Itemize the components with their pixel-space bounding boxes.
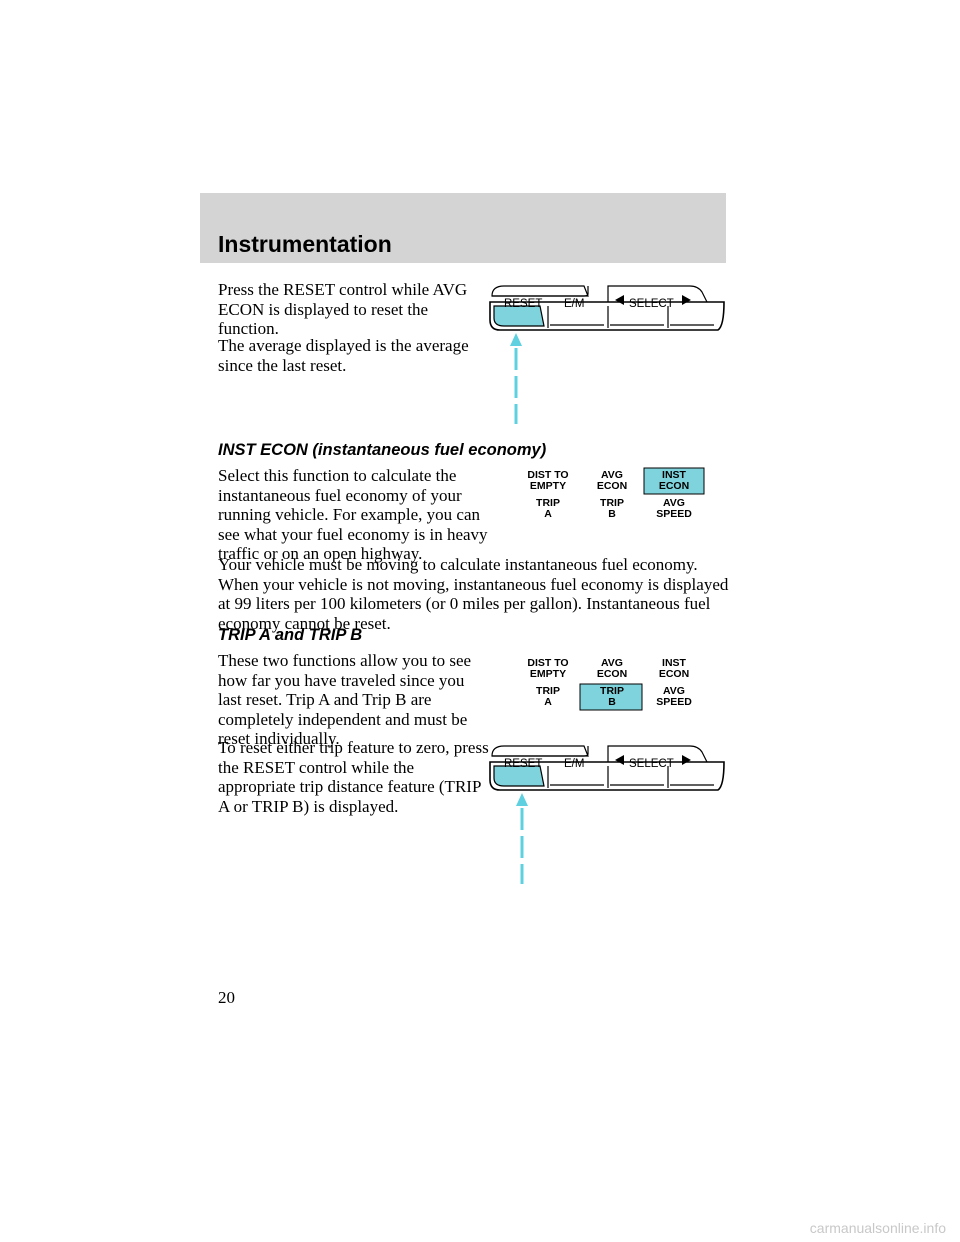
mode-grid-inst-econ: DIST TO EMPTY AVG ECON INST ECON TRIP A … <box>527 467 705 520</box>
select-label: SELECT <box>629 298 674 310</box>
watermark: carmanualsonline.info <box>809 1220 946 1236</box>
svg-text:B: B <box>608 508 616 520</box>
svg-text:INST: INST <box>662 469 687 481</box>
inst-econ-subhead: INST ECON (instantaneous fuel economy) <box>218 441 547 459</box>
trip-reset-paragraph: To reset either trip feature to zero, pr… <box>218 738 489 816</box>
mode-grid-trip-b: DIST TO EMPTY AVG ECON INST ECON TRIP A … <box>527 657 692 711</box>
svg-text:TRIP: TRIP <box>536 685 560 697</box>
svg-text:SPEED: SPEED <box>656 508 692 520</box>
select-label: SELECT <box>629 758 674 770</box>
svg-text:ECON: ECON <box>597 480 627 492</box>
svg-text:A: A <box>544 696 552 708</box>
svg-text:AVG: AVG <box>601 469 623 481</box>
svg-text:ECON: ECON <box>597 668 627 680</box>
section-title: Instrumentation <box>218 231 392 257</box>
control-panel-diagram-trip: RESET E/M SELECT <box>489 745 725 884</box>
trip-paragraph: These two functions allow you to see how… <box>218 651 472 748</box>
svg-text:EMPTY: EMPTY <box>530 480 566 492</box>
pointer-arrow-icon <box>516 793 528 806</box>
inst-econ-paragraph: Select this function to calculate the in… <box>218 466 488 563</box>
svg-text:ECON: ECON <box>659 668 689 680</box>
em-label: E/M <box>564 298 584 310</box>
svg-text:ECON: ECON <box>659 480 689 492</box>
select-right-arrow-icon <box>682 295 691 305</box>
svg-text:DIST TO: DIST TO <box>527 469 568 481</box>
reset-label: RESET <box>504 298 542 310</box>
average-since-reset-paragraph: The average displayed is the average sin… <box>218 336 469 375</box>
pointer-arrow-icon <box>510 333 522 346</box>
inst-econ-moving-paragraph: Your vehicle must be moving to calculate… <box>218 555 729 633</box>
svg-text:AVG: AVG <box>601 657 623 669</box>
svg-text:INST: INST <box>662 657 687 669</box>
reset-avg-econ-paragraph: Press the RESET control while AVG ECON i… <box>218 280 468 338</box>
svg-text:DIST TO: DIST TO <box>527 657 568 669</box>
em-label: E/M <box>564 758 584 770</box>
svg-text:TRIP: TRIP <box>536 497 560 509</box>
svg-text:AVG: AVG <box>663 685 685 697</box>
select-left-arrow-icon <box>615 755 624 765</box>
page-number: 20 <box>218 988 235 1007</box>
svg-text:EMPTY: EMPTY <box>530 668 566 680</box>
select-right-arrow-icon <box>682 755 691 765</box>
svg-text:SPEED: SPEED <box>656 696 692 708</box>
svg-text:AVG: AVG <box>663 497 685 509</box>
trip-subhead: TRIP A and TRIP B <box>218 626 363 644</box>
svg-text:A: A <box>544 508 552 520</box>
control-panel-diagram: RESET E/M SELECT <box>489 285 725 424</box>
reset-button-highlight <box>493 305 545 327</box>
select-left-arrow-icon <box>615 295 624 305</box>
section-header-band: Instrumentation <box>200 193 726 263</box>
reset-button-highlight <box>493 765 545 787</box>
svg-text:TRIP: TRIP <box>600 497 624 509</box>
svg-text:TRIP: TRIP <box>600 685 624 697</box>
svg-text:B: B <box>608 696 616 708</box>
reset-label: RESET <box>504 758 542 770</box>
